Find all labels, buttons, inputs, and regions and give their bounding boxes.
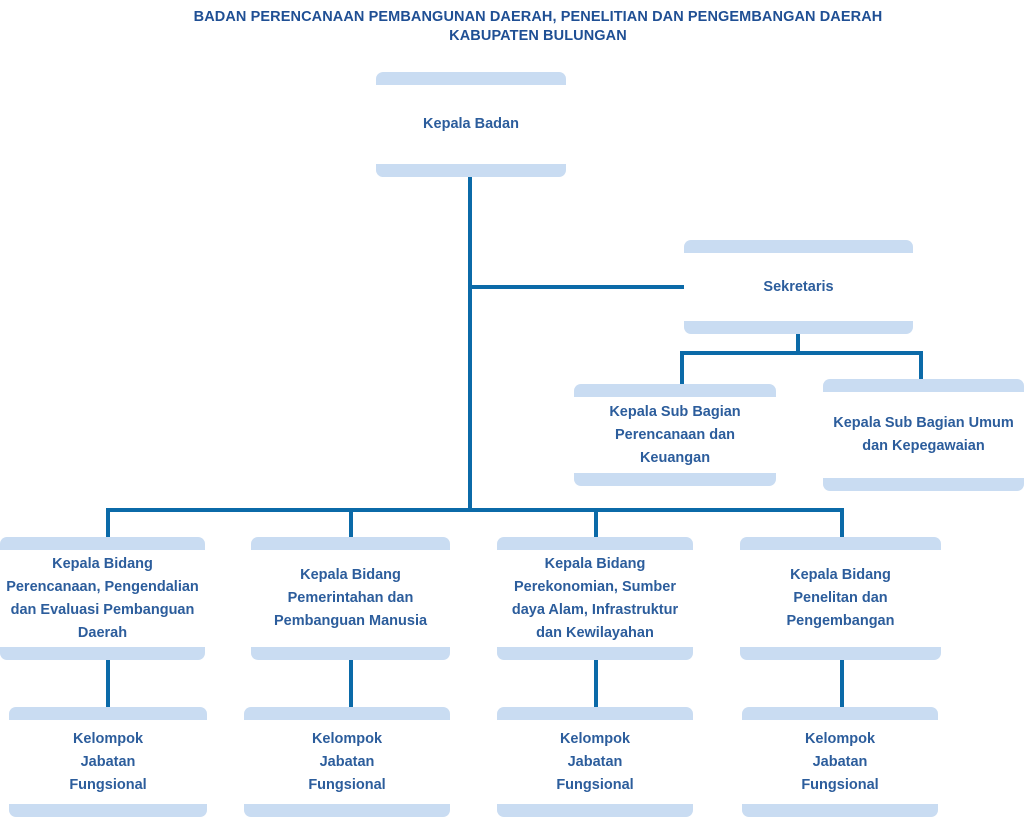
node-bidang-perencanaan: Kepala Bidang Perencanaan, Pengendalian …: [0, 537, 205, 660]
node-subbag-umum-kepegawaian: Kepala Sub Bagian Umum dan Kepegawaian: [823, 379, 1024, 491]
node-kelompok-3: Kelompok Jabatan Fungsional: [497, 707, 693, 817]
node-subbag-perencanaan-keuangan: Kepala Sub Bagian Perencanaan dan Keuang…: [574, 384, 776, 486]
node-kelompok-1: Kelompok Jabatan Fungsional: [9, 707, 207, 817]
node-sekretaris: Sekretaris: [684, 240, 913, 334]
chart-title-line-1: BADAN PERENCANAAN PEMBANGUNAN DAERAH, PE…: [193, 9, 883, 25]
node-kelompok-2: Kelompok Jabatan Fungsional: [244, 707, 450, 817]
chart-title: BADAN PERENCANAAN PEMBANGUNAN DAERAH, PE…: [0, 8, 1024, 46]
node-bidang-perekonomian: Kepala Bidang Perekonomian, Sumber daya …: [497, 537, 693, 660]
chart-title-line-2: KABUPATEN BULUNGAN: [449, 28, 627, 44]
node-bidang-penelitian: Kepala Bidang Penelitan dan Pengembangan: [740, 537, 941, 660]
node-kelompok-4: Kelompok Jabatan Fungsional: [742, 707, 938, 817]
node-bidang-pemerintahan: Kepala Bidang Pemerintahan dan Pembangua…: [251, 537, 450, 660]
node-kepala-badan: Kepala Badan: [376, 72, 566, 177]
